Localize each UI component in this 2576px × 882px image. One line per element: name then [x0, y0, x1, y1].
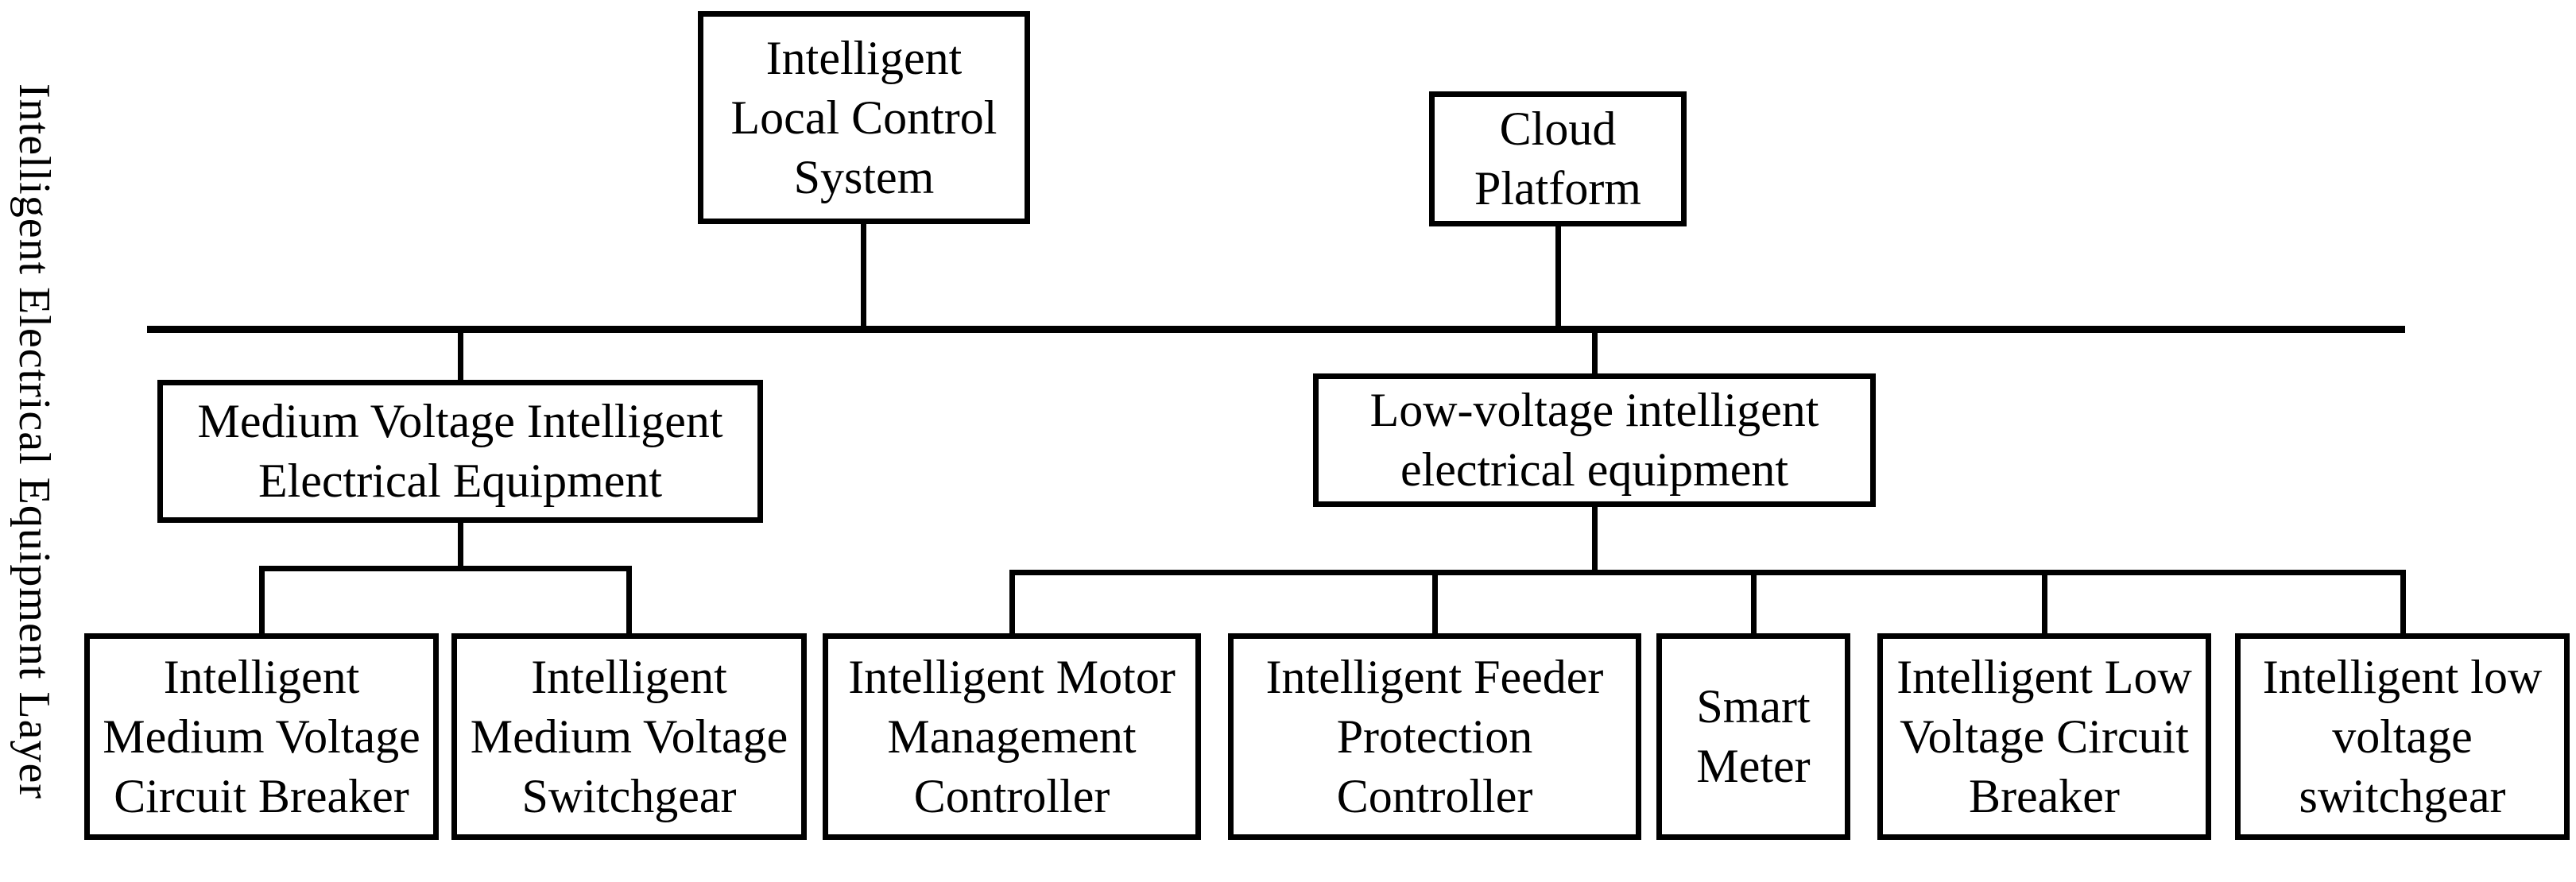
node-label: Medium Voltage Intelligent Electrical Eq…: [197, 395, 723, 507]
node-mv-switchgear: Intelligent Medium Voltage Switchgear: [451, 633, 807, 840]
node-label: Low-voltage intelligent electrical equip…: [1369, 384, 1819, 496]
connector-mv-group-to-bar: [458, 520, 463, 569]
connector-lv-group-to-bar: [1592, 504, 1598, 574]
connector-local-control-to-bus: [861, 222, 866, 329]
connector-bar-to-motor-controller: [1009, 571, 1015, 635]
connector-bus-to-mv-group: [458, 329, 463, 383]
node-medium-voltage-group: Medium Voltage Intelligent Electrical Eq…: [157, 380, 763, 523]
connector-bar-to-lv-switchgear: [2400, 571, 2406, 635]
connector-bus-to-lv-group: [1592, 329, 1598, 377]
connector-cloud-to-bus: [1555, 225, 1561, 329]
vertical-axis-label: Intelligent Electrical Equipment Layer: [10, 83, 59, 799]
connector-bar-to-lv-breaker: [2042, 571, 2047, 635]
node-cloud-platform: Cloud Platform: [1429, 91, 1687, 226]
node-label: Intelligent Low Voltage Circuit Breaker: [1896, 650, 2192, 822]
node-label: Intelligent Medium Voltage Circuit Break…: [103, 650, 420, 822]
node-label: Intelligent low voltage switchgear: [2262, 650, 2543, 822]
vertical-axis-label-wrap: Intelligent Electrical Equipment Layer: [0, 0, 68, 882]
connector-bar-to-feeder-controller: [1432, 571, 1438, 635]
node-label: Intelligent Local Control System: [730, 31, 997, 203]
connector-bar-to-mv-breaker: [259, 567, 265, 635]
node-low-voltage-group: Low-voltage intelligent electrical equip…: [1313, 373, 1876, 507]
mv-branch-bar: [259, 566, 632, 571]
connector-bar-to-smart-meter: [1751, 571, 1757, 635]
node-lv-switchgear: Intelligent low voltage switchgear: [2235, 633, 2570, 840]
node-label: Intelligent Feeder Protection Controller: [1265, 650, 1604, 822]
node-motor-management-controller: Intelligent Motor Management Controller: [823, 633, 1201, 840]
node-label: Intelligent Medium Voltage Switchgear: [470, 650, 788, 822]
node-label: Smart Meter: [1696, 680, 1811, 792]
node-label: Intelligent Motor Management Controller: [848, 650, 1176, 822]
node-lv-circuit-breaker: Intelligent Low Voltage Circuit Breaker: [1877, 633, 2211, 840]
connector-bar-to-mv-switchgear: [626, 567, 632, 635]
lv-branch-bar: [1009, 570, 2406, 575]
node-intelligent-local-control-system: Intelligent Local Control System: [698, 11, 1030, 224]
node-label: Cloud Platform: [1474, 103, 1641, 215]
bus-line: [147, 326, 2405, 333]
node-mv-circuit-breaker: Intelligent Medium Voltage Circuit Break…: [84, 633, 439, 840]
node-smart-meter: Smart Meter: [1656, 633, 1850, 840]
node-feeder-protection-controller: Intelligent Feeder Protection Controller: [1228, 633, 1641, 840]
